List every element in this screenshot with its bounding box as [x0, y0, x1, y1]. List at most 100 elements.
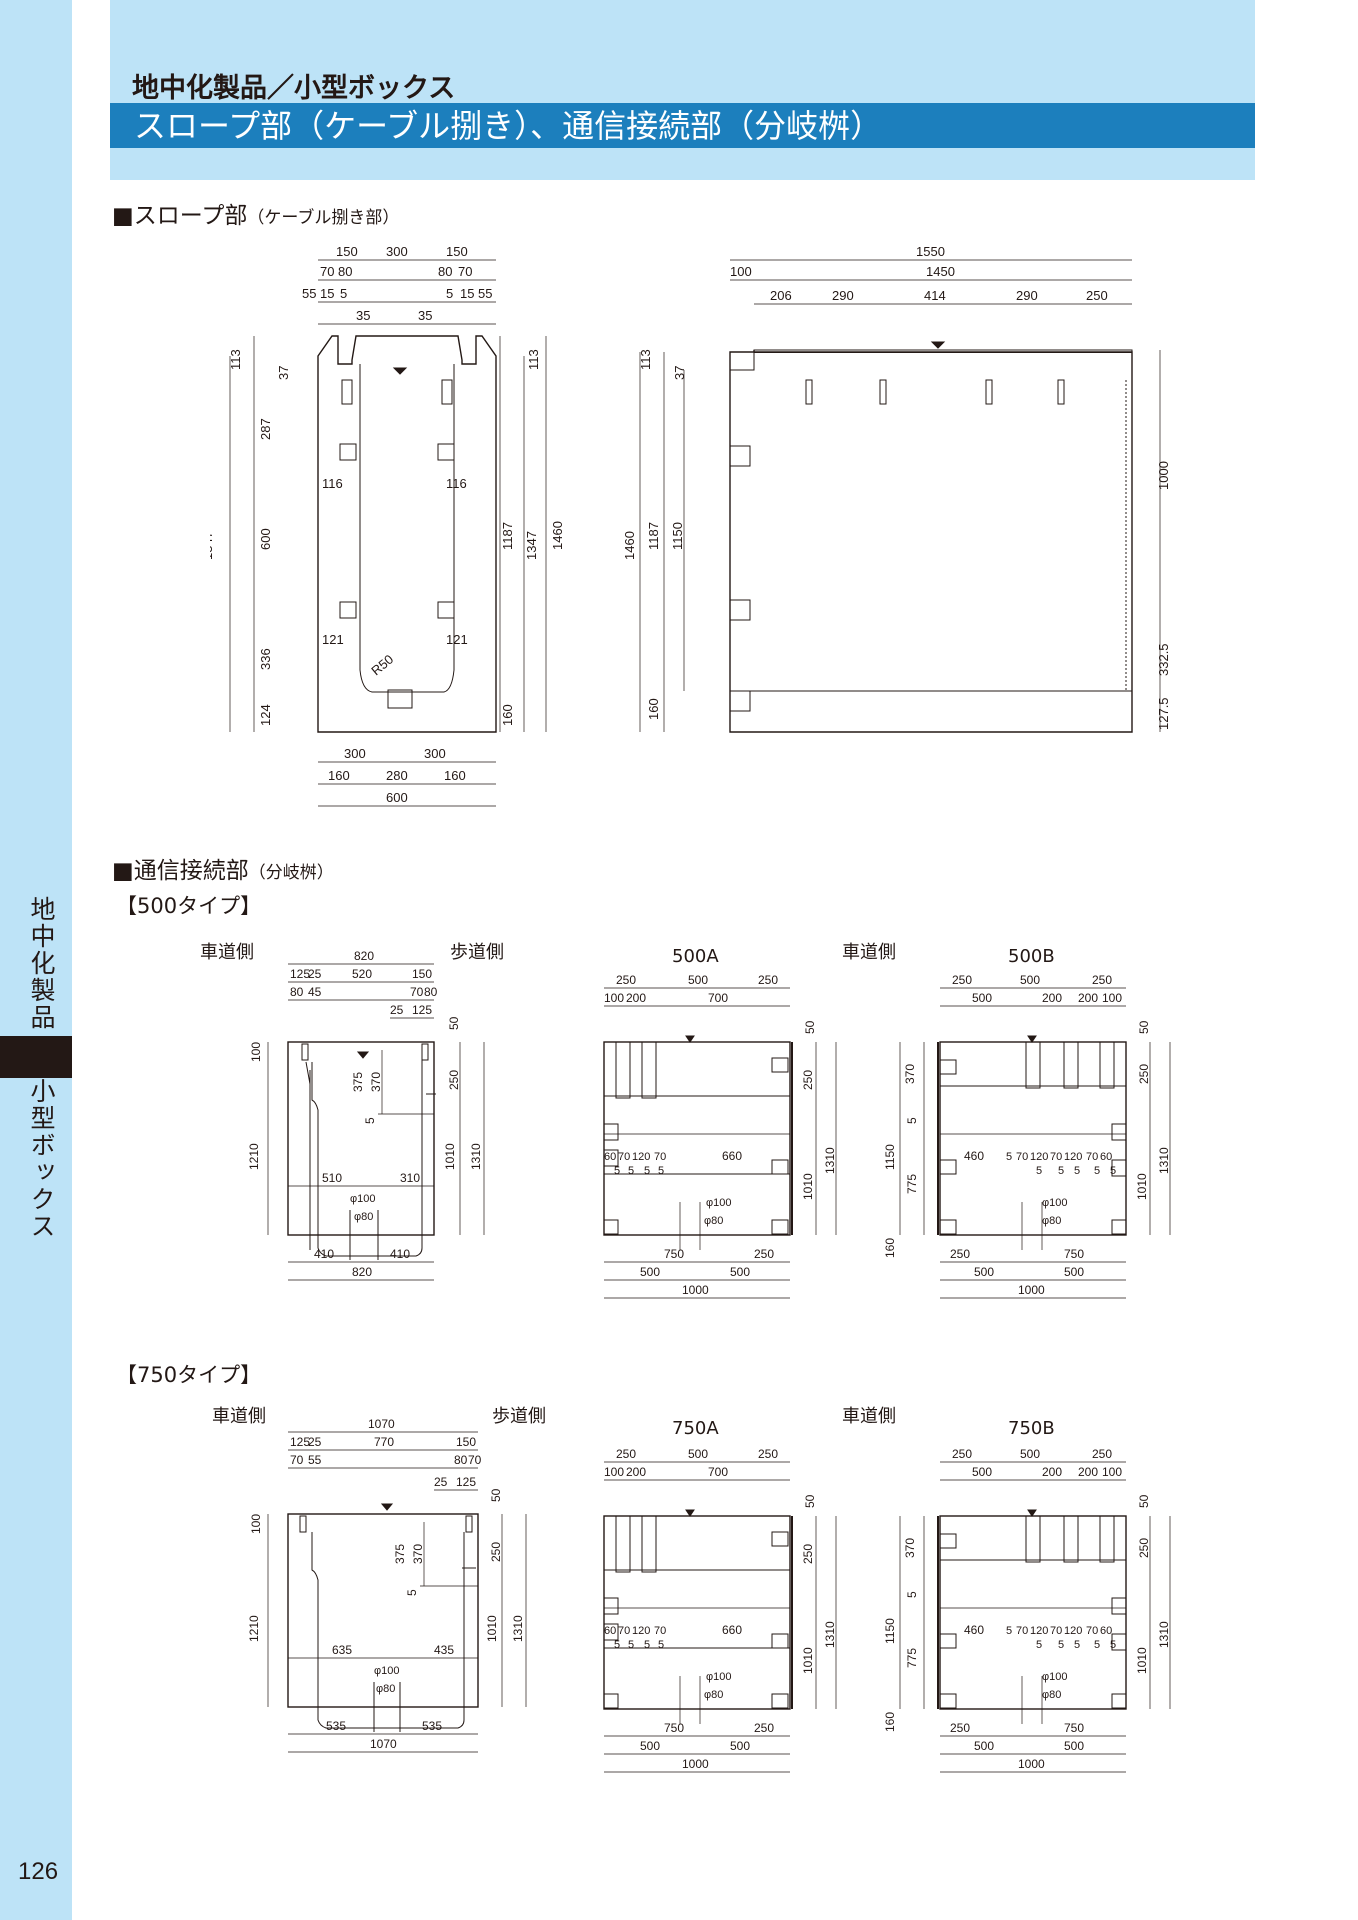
dim-label: 435	[434, 1643, 454, 1657]
dim-label: φ80	[704, 1215, 723, 1227]
box500-outline	[287, 1041, 435, 1236]
box750-section-drawing: 1070 125 25 770 150 70 55 80 70 25 125 1…	[247, 1418, 527, 1753]
dim-label: 5	[340, 286, 347, 301]
roadway-side-label-750b: 車道側	[842, 1406, 896, 1427]
dim-label: 55	[308, 1453, 322, 1467]
dim-label: φ80	[1042, 1215, 1061, 1227]
dim-label: 160	[328, 768, 350, 783]
dim-label: 370	[903, 1538, 917, 1558]
dim-label: 116	[446, 476, 467, 491]
dim-label: 1000	[682, 1757, 709, 1771]
dim-label: 60	[1100, 1625, 1112, 1637]
dim-label: 1310	[823, 1147, 837, 1174]
dim-label: 160	[646, 698, 661, 720]
dim-label: 60	[604, 1625, 616, 1637]
insert-right-1	[437, 443, 455, 461]
dim-label: 500	[972, 991, 992, 1005]
dim-label: 150	[456, 1435, 476, 1449]
dim-label: 250	[754, 1247, 774, 1261]
dim-label: 200	[1042, 991, 1062, 1005]
anchor-right	[441, 379, 453, 405]
dim-label: 1010	[485, 1615, 499, 1642]
dim-label: 1347	[210, 531, 215, 560]
dim-label: 116	[322, 476, 343, 491]
dim-label: 70	[618, 1625, 630, 1637]
side-insert-3	[729, 690, 751, 712]
dim-label: 37	[276, 366, 291, 380]
dim-label: 1010	[1135, 1173, 1149, 1200]
side-anchor-3	[985, 379, 993, 405]
dim-label: 750	[1064, 1247, 1084, 1261]
dim-label: 600	[258, 528, 273, 550]
dim-label: 55	[478, 286, 492, 301]
dim-label: 5	[658, 1165, 664, 1177]
dim-label: 35	[418, 308, 432, 323]
slope-step	[730, 352, 755, 371]
dim-label: 160	[883, 1238, 897, 1258]
dim-label: 700	[708, 991, 728, 1005]
dim-label: 70	[1050, 1625, 1062, 1637]
dim-label: 250	[950, 1247, 970, 1261]
slope-heading-note: （ケーブル捌き部）	[247, 208, 400, 228]
dim-label: 113	[228, 349, 243, 370]
dim-label: 1010	[801, 1173, 815, 1200]
dim-label: 70	[654, 1625, 666, 1637]
dim-label: 1070	[368, 1418, 395, 1431]
page-title: スロープ部（ケーブル捌き）、通信接続部（分岐桝）	[134, 107, 883, 145]
dim-label: 1460	[622, 531, 637, 560]
dim-label: 1000	[682, 1283, 709, 1297]
dim-label: 5	[1074, 1639, 1080, 1651]
dim-label: 5	[1094, 1165, 1100, 1177]
dim-label: 1000	[1018, 1757, 1045, 1771]
dim-label: 370	[411, 1544, 425, 1564]
dim-label: 775	[905, 1174, 919, 1194]
dim-label: 5	[1110, 1639, 1116, 1651]
dim-label: 50	[447, 1016, 461, 1030]
box500b-drawing: 250 500 250 500 200 200 100 370 5 1150 7…	[883, 974, 1171, 1299]
dim-label: φ80	[354, 1211, 373, 1223]
dim-label: 250	[758, 974, 778, 987]
dim-label: 375	[351, 1072, 365, 1092]
dim-label: 1310	[469, 1143, 483, 1170]
dim-label: 5	[658, 1639, 664, 1651]
box500-section-drawing: 820 125 25 520 150 80 45 70 80 25 125 10…	[247, 950, 485, 1281]
side-anchor-1	[805, 379, 813, 405]
dim-label: 300	[424, 746, 446, 761]
roadway-side-label-500b: 車道側	[842, 942, 896, 963]
sidewalk-side-label-500: 歩道側	[450, 942, 504, 963]
dim-label: 200	[626, 991, 646, 1005]
dim-label: 5	[1006, 1625, 1012, 1637]
dim-label: 120	[632, 1151, 650, 1163]
dim-label: 160	[444, 768, 466, 783]
dim-label: 70	[1016, 1151, 1028, 1163]
slope-side-body	[729, 350, 1133, 733]
dim-label: 1210	[247, 1615, 261, 1642]
dim-label: 500	[1064, 1739, 1084, 1753]
dim-label: 250	[758, 1448, 778, 1461]
slope-section-heading: ■スロープ部（ケーブル捌き部）	[112, 196, 399, 230]
dim-label: 660	[722, 1623, 742, 1637]
dim-label: 535	[422, 1719, 442, 1733]
dim-label: 200	[1078, 1465, 1098, 1479]
dim-label: 120	[632, 1625, 650, 1637]
dim-label: 70	[654, 1151, 666, 1163]
dim-label: 250	[447, 1070, 461, 1090]
dim-label: 50	[803, 1020, 817, 1034]
dim-label: 100	[249, 1514, 263, 1534]
dim-label: 250	[1092, 974, 1112, 987]
dim-label: 60	[604, 1151, 616, 1163]
dim-label: 15	[460, 286, 474, 301]
dim-label: 100	[1102, 991, 1122, 1005]
dim-label: 1187	[646, 522, 661, 550]
dim-label: 70	[410, 985, 424, 999]
dim-label: 5	[446, 286, 453, 301]
dim-label: 5	[1036, 1165, 1042, 1177]
dim-label: φ80	[376, 1683, 395, 1695]
dim-label: 250	[952, 974, 972, 987]
dim-label: 160	[883, 1712, 897, 1732]
box750a-outline	[603, 1515, 791, 1710]
dim-label: 120	[1064, 1625, 1082, 1637]
dim-label: φ100	[1042, 1671, 1068, 1683]
dim-label: 100	[1102, 1465, 1122, 1479]
dim-label: 1310	[823, 1621, 837, 1648]
